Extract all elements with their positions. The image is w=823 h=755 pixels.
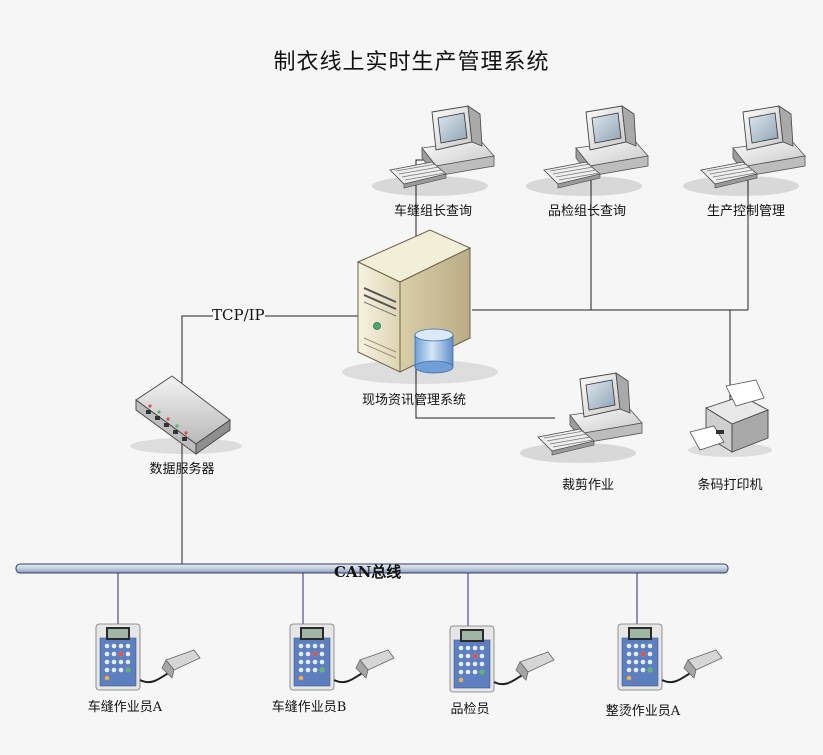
- barcode-printer-icon: [688, 379, 772, 457]
- production-control-computer-icon: [682, 105, 806, 197]
- data-server-hub-icon: [130, 375, 242, 455]
- sewing-leader-label: 车缝组长查询: [393, 204, 473, 219]
- diagram-title: 制衣线上实时生产管理系统: [273, 50, 550, 75]
- database-icon: [414, 328, 454, 374]
- tcp-ip-label: TCP/IP: [212, 306, 265, 324]
- can-bus-label: CAN总线: [334, 563, 402, 581]
- terminal-label-2: 车缝作业员B: [271, 700, 347, 715]
- sewing-terminal-a-icon: [95, 623, 201, 691]
- pressing-terminal-icon: [617, 623, 723, 691]
- terminal-label-4: 整烫作业员A: [605, 704, 681, 719]
- can-bus: [15, 563, 729, 574]
- server-label: 现场资讯管理系统: [361, 393, 467, 408]
- qc-leader-computer-icon: [525, 105, 649, 197]
- qc-terminal-icon: [449, 625, 555, 693]
- cutting-label: 裁剪作业: [561, 478, 615, 493]
- terminal-label-3: 品检员: [450, 702, 490, 717]
- bus-drop-lines: [117, 573, 638, 628]
- qc-leader-label: 品检组长查询: [547, 204, 627, 219]
- production-control-label: 生产控制管理: [706, 204, 786, 219]
- terminal-label-1: 车缝作业员A: [87, 700, 163, 715]
- sewing-terminal-b-icon: [289, 623, 395, 691]
- barcode-printer-label: 条码打印机: [697, 478, 763, 493]
- sewing-leader-computer-icon: [371, 105, 495, 197]
- data-server-label: 数据服务器: [149, 462, 215, 477]
